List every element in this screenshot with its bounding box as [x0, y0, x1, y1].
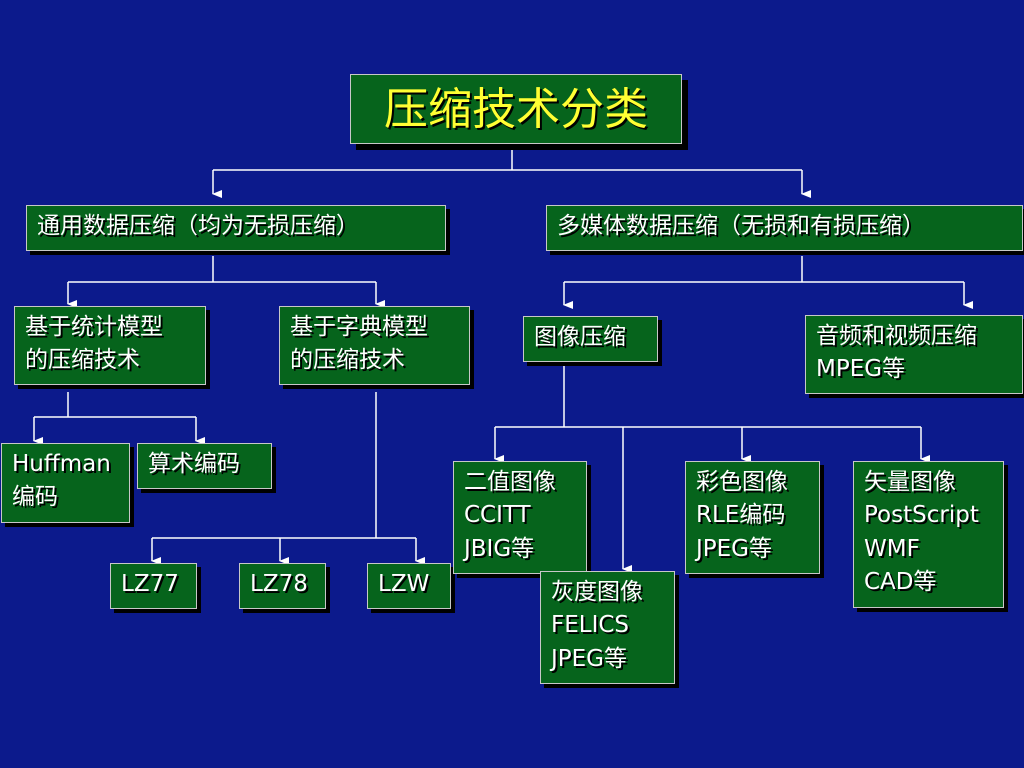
node-lz77-label: LZ77	[121, 571, 179, 597]
node-arithmetic: 算术编码	[137, 443, 272, 489]
connector-multimedia	[564, 256, 964, 283]
node-audio-video-line-1: 音频和视频压缩	[816, 323, 977, 349]
node-statistical-line-2: 的压缩技术	[25, 347, 140, 374]
node-color-line-2: RLE编码	[696, 502, 786, 529]
node-statistical: 基于统计模型 的压缩技术	[14, 306, 206, 385]
node-grayscale-line-1: 灰度图像	[551, 579, 643, 605]
node-vector-image: 矢量图像 PostScript WMF CAD等	[853, 461, 1004, 608]
node-arithmetic-label: 算术编码	[148, 451, 240, 477]
node-huffman-line-2: 编码	[12, 484, 58, 511]
node-lz78-label: LZ78	[250, 571, 308, 597]
node-dictionary-line-2: 的压缩技术	[290, 347, 405, 374]
node-grayscale-line-3: JPEG等	[551, 645, 628, 672]
node-general-label: 通用数据压缩（均为无损压缩）	[37, 213, 359, 239]
node-dictionary: 基于字典模型 的压缩技术	[279, 306, 470, 385]
node-multimedia: 多媒体数据压缩（无损和有损压缩）	[546, 205, 1023, 251]
node-vector-line-1: 矢量图像	[864, 469, 956, 495]
diagram-title: 压缩技术分类	[350, 74, 682, 144]
node-color-line-3: JPEG等	[696, 535, 773, 562]
node-lzw: LZW	[367, 563, 451, 609]
connector-image	[495, 366, 921, 428]
node-color-line-1: 彩色图像	[696, 469, 788, 495]
node-huffman: Huffman 编码	[1, 443, 130, 523]
connector-title	[213, 146, 802, 171]
connector-dictionary	[152, 392, 416, 539]
node-binary-image: 二值图像 CCITT JBIG等	[453, 461, 587, 574]
node-audio-video-line-2: MPEG等	[816, 356, 906, 383]
node-vector-line-2: PostScript	[864, 502, 979, 529]
node-image: 图像压缩	[523, 316, 658, 362]
node-binary-line-1: 二值图像	[464, 469, 556, 495]
node-binary-line-3: JBIG等	[464, 535, 535, 562]
node-huffman-line-1: Huffman	[12, 451, 111, 477]
node-multimedia-label: 多媒体数据压缩（无损和有损压缩）	[557, 213, 925, 239]
node-grayscale-line-2: FELICS	[551, 612, 630, 639]
node-vector-line-3: WMF	[864, 535, 920, 562]
node-image-label: 图像压缩	[534, 324, 626, 350]
node-lz77: LZ77	[110, 563, 197, 609]
node-binary-line-2: CCITT	[464, 502, 531, 529]
connector-general	[68, 256, 376, 283]
connector-statistical	[34, 392, 196, 418]
node-dictionary-line-1: 基于字典模型	[290, 314, 428, 340]
node-lz78: LZ78	[239, 563, 326, 609]
node-color-image: 彩色图像 RLE编码 JPEG等	[685, 461, 820, 574]
node-lzw-label: LZW	[378, 571, 430, 597]
node-grayscale-image: 灰度图像 FELICS JPEG等	[540, 571, 675, 684]
node-vector-line-4: CAD等	[864, 569, 937, 596]
node-audio-video: 音频和视频压缩 MPEG等	[805, 315, 1023, 394]
node-general: 通用数据压缩（均为无损压缩）	[26, 205, 446, 251]
node-statistical-line-1: 基于统计模型	[25, 314, 163, 340]
